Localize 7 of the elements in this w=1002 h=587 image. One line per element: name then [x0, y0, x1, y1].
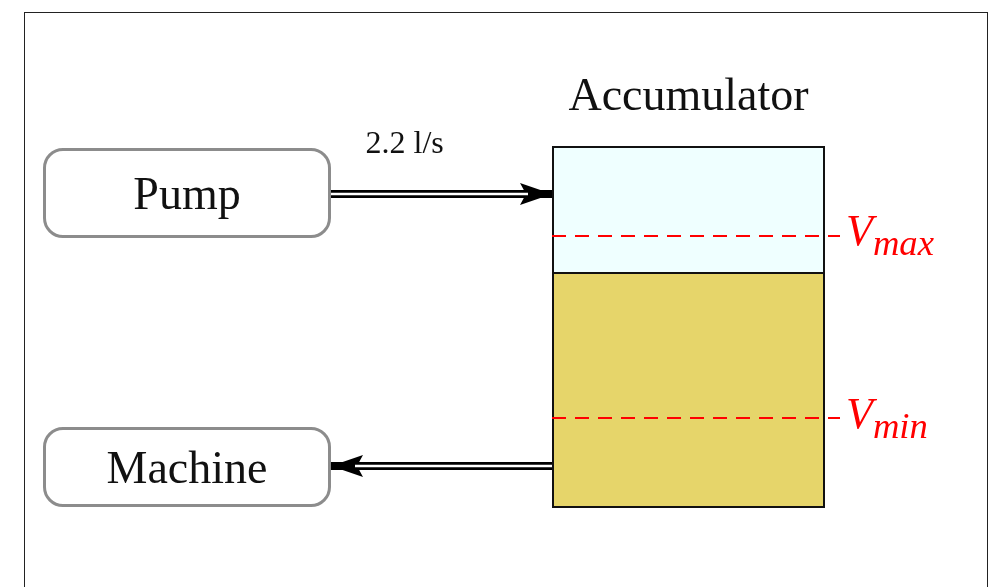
- level-label: V$_{max}$: [846, 205, 934, 264]
- double-arrow: [331, 183, 552, 205]
- tank-title: Accumulator: [568, 68, 809, 122]
- process-box: Pump: [43, 148, 331, 238]
- double-arrow: [331, 455, 552, 477]
- level-label: V$_{min}$: [846, 388, 928, 447]
- process-box: Machine: [43, 427, 331, 507]
